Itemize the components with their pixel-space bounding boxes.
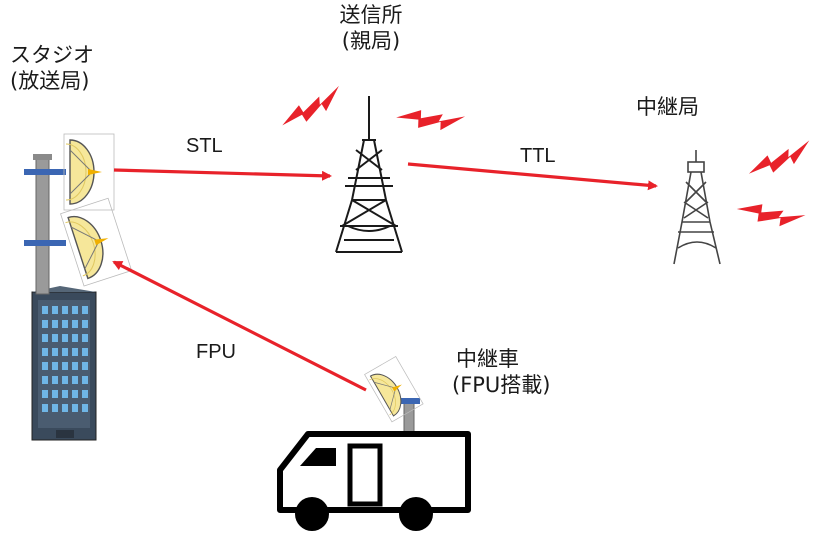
relay-van-label-line2: (FPU搭載) [452, 373, 551, 397]
ttl-label: TTL [520, 145, 556, 167]
relay-station-label-line1: 中継局 [636, 95, 699, 119]
relay-van-icon [277, 398, 471, 531]
relay-van-label: 中継車 (FPU搭載) [452, 346, 551, 398]
studio-dish-upper-icon [63, 133, 115, 211]
stl-arrow [113, 168, 332, 181]
relay-van-label-line1: 中継車 [456, 347, 519, 371]
studio-dish-lower-icon [60, 197, 133, 287]
fpu-arrow [112, 260, 367, 392]
relay-station-label: 中継局 [636, 94, 699, 120]
studio-label: スタジオ (放送局) [10, 42, 94, 94]
studio-building-icon [31, 286, 97, 441]
signal-bolt-relay-upper-icon [744, 140, 815, 178]
signal-bolt-transmitter-right-icon [395, 98, 466, 140]
transmitter-label: 送信所 (親局) [326, 2, 416, 54]
studio-label-line1: スタジオ [10, 43, 94, 67]
ttl-arrow [407, 162, 658, 191]
transmitter-label-line1: 送信所 [339, 3, 403, 27]
stl-label: STL [186, 135, 223, 157]
van-dish-icon [364, 355, 424, 423]
transmitter-tower-icon [335, 96, 403, 253]
transmitter-label-line2: (親局) [341, 29, 401, 53]
fpu-label: FPU [196, 341, 236, 363]
signal-bolt-transmitter-left-icon [276, 85, 347, 130]
studio-mast-icon [24, 154, 66, 295]
signal-bolt-relay-lower-icon [735, 190, 806, 238]
relay-tower-icon [673, 150, 721, 265]
studio-label-line2: (放送局) [10, 69, 90, 93]
